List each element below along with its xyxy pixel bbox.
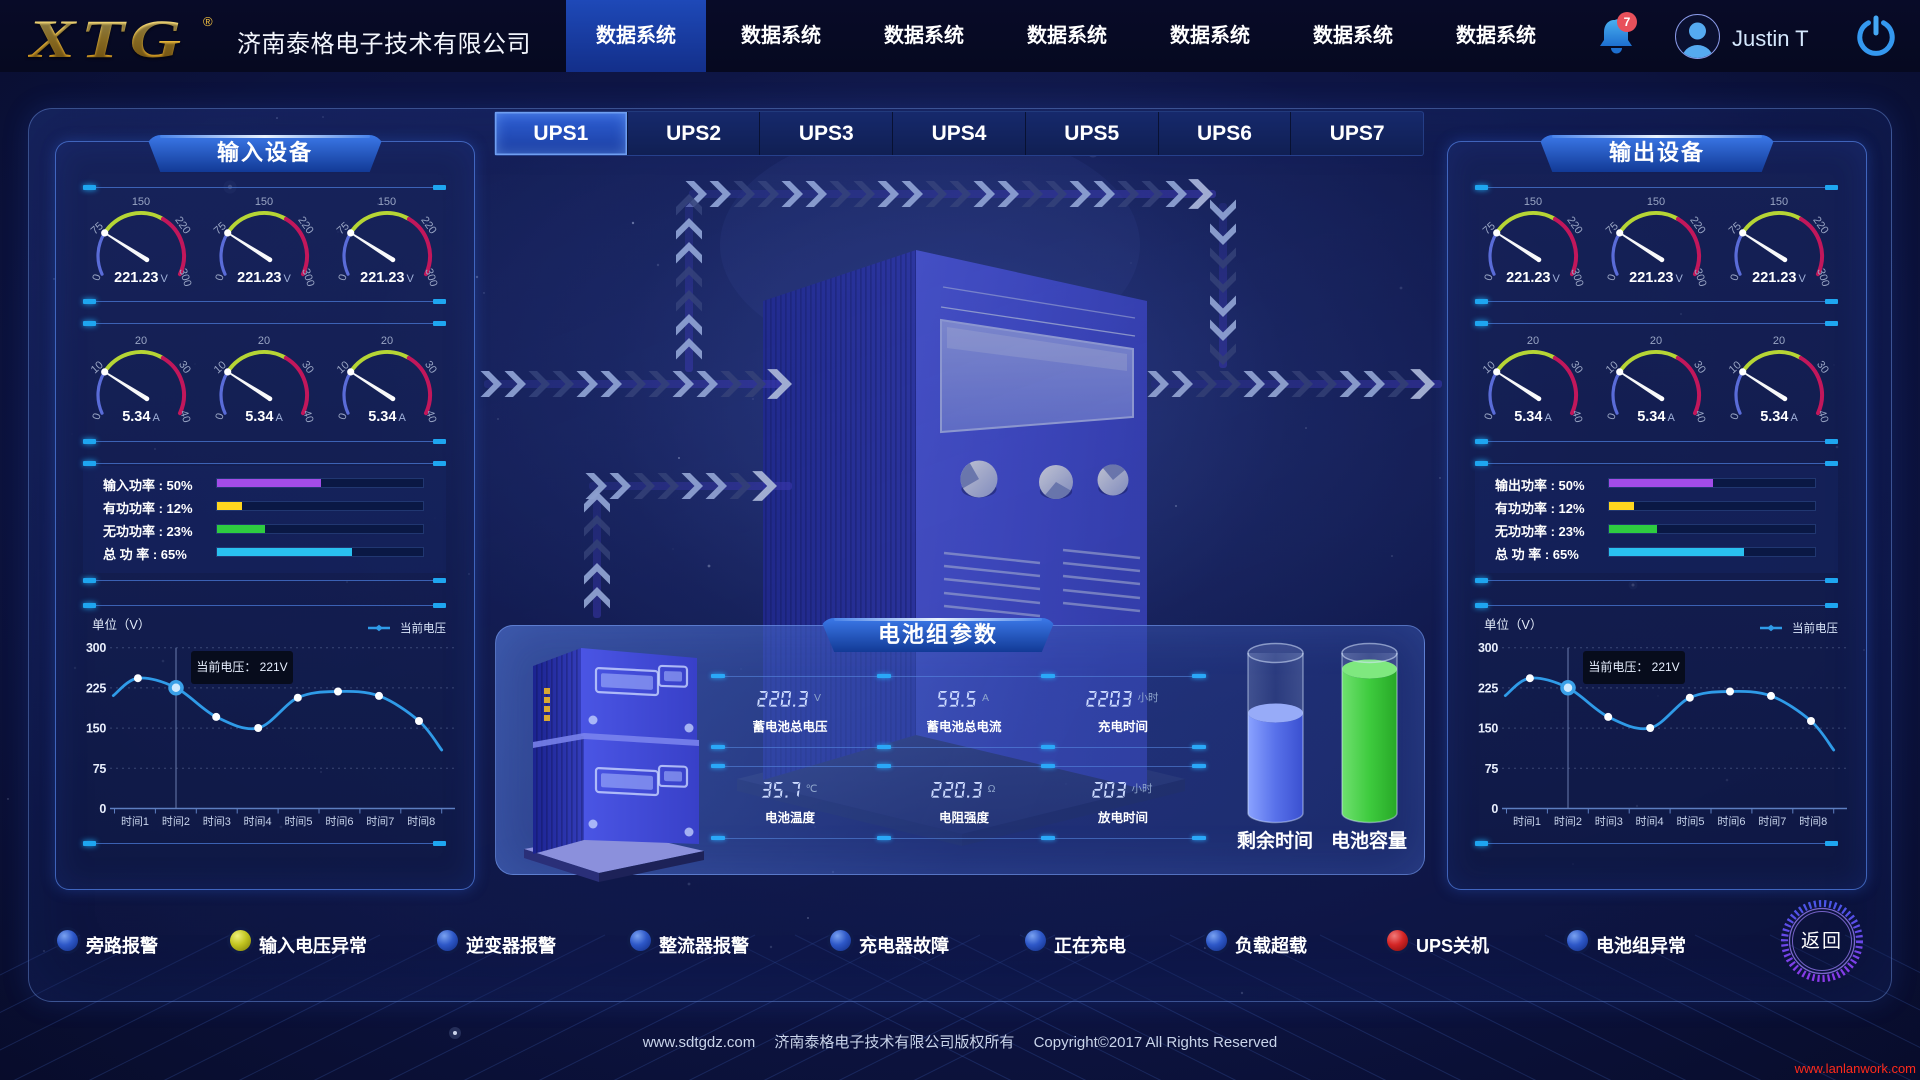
- svg-text:时间5: 时间5: [1676, 815, 1704, 828]
- svg-text:时间3: 时间3: [203, 815, 231, 828]
- svg-text:0: 0: [336, 412, 349, 422]
- svg-text:时间7: 时间7: [1758, 815, 1786, 828]
- svg-text:时间7: 时间7: [366, 815, 394, 828]
- svg-text:20: 20: [1527, 335, 1539, 347]
- svg-text:0: 0: [213, 412, 226, 422]
- svg-text:20: 20: [1650, 335, 1662, 347]
- svg-text:30: 30: [1568, 359, 1585, 376]
- svg-text:20: 20: [258, 335, 270, 347]
- svg-text:40: 40: [1692, 409, 1707, 424]
- svg-text:300: 300: [1691, 267, 1708, 288]
- svg-text:0: 0: [1482, 273, 1495, 283]
- svg-text:时间2: 时间2: [162, 815, 190, 828]
- svg-text:时间5: 时间5: [284, 815, 312, 828]
- svg-text:75: 75: [1485, 762, 1499, 776]
- svg-text:300: 300: [299, 267, 316, 288]
- svg-text:150: 150: [132, 196, 150, 208]
- svg-text:时间1: 时间1: [121, 815, 149, 828]
- svg-text:0: 0: [99, 802, 106, 816]
- svg-text:时间4: 时间4: [1636, 815, 1664, 828]
- svg-text:0: 0: [1491, 802, 1498, 816]
- svg-text:0: 0: [213, 273, 226, 283]
- svg-text:225: 225: [86, 681, 106, 695]
- svg-text:时间8: 时间8: [407, 815, 435, 828]
- svg-text:300: 300: [1478, 641, 1498, 655]
- svg-text:40: 40: [423, 409, 438, 424]
- svg-text:30: 30: [1814, 359, 1831, 376]
- svg-text:30: 30: [176, 359, 193, 376]
- svg-text:时间6: 时间6: [1717, 815, 1745, 828]
- svg-text:0: 0: [1728, 412, 1741, 422]
- svg-text:150: 150: [1647, 196, 1665, 208]
- svg-text:时间6: 时间6: [325, 815, 353, 828]
- svg-text:225: 225: [1478, 681, 1498, 695]
- svg-text:0: 0: [1482, 412, 1495, 422]
- svg-text:时间8: 时间8: [1799, 815, 1827, 828]
- svg-text:40: 40: [1815, 409, 1830, 424]
- svg-text:300: 300: [176, 267, 193, 288]
- svg-text:150: 150: [255, 196, 273, 208]
- svg-text:40: 40: [177, 409, 192, 424]
- svg-text:0: 0: [90, 273, 103, 283]
- svg-text:时间1: 时间1: [1513, 815, 1541, 828]
- svg-text:0: 0: [1605, 412, 1618, 422]
- svg-text:75: 75: [93, 762, 107, 776]
- svg-text:20: 20: [1773, 335, 1785, 347]
- svg-text:20: 20: [381, 335, 393, 347]
- svg-text:时间3: 时间3: [1595, 815, 1623, 828]
- svg-text:0: 0: [1728, 273, 1741, 283]
- svg-text:30: 30: [299, 359, 316, 376]
- svg-text:300: 300: [1814, 267, 1831, 288]
- svg-text:30: 30: [1691, 359, 1708, 376]
- svg-text:时间4: 时间4: [244, 815, 272, 828]
- svg-text:0: 0: [336, 273, 349, 283]
- svg-text:150: 150: [378, 196, 396, 208]
- svg-text:150: 150: [1524, 196, 1542, 208]
- svg-text:20: 20: [135, 335, 147, 347]
- svg-text:30: 30: [422, 359, 439, 376]
- svg-text:300: 300: [422, 267, 439, 288]
- svg-text:300: 300: [86, 641, 106, 655]
- svg-text:40: 40: [300, 409, 315, 424]
- svg-text:150: 150: [1478, 722, 1498, 736]
- svg-text:时间2: 时间2: [1554, 815, 1582, 828]
- svg-text:150: 150: [86, 722, 106, 736]
- svg-text:300: 300: [1568, 267, 1585, 288]
- svg-text:150: 150: [1770, 196, 1788, 208]
- svg-text:0: 0: [1605, 273, 1618, 283]
- svg-text:0: 0: [90, 412, 103, 422]
- svg-text:40: 40: [1569, 409, 1584, 424]
